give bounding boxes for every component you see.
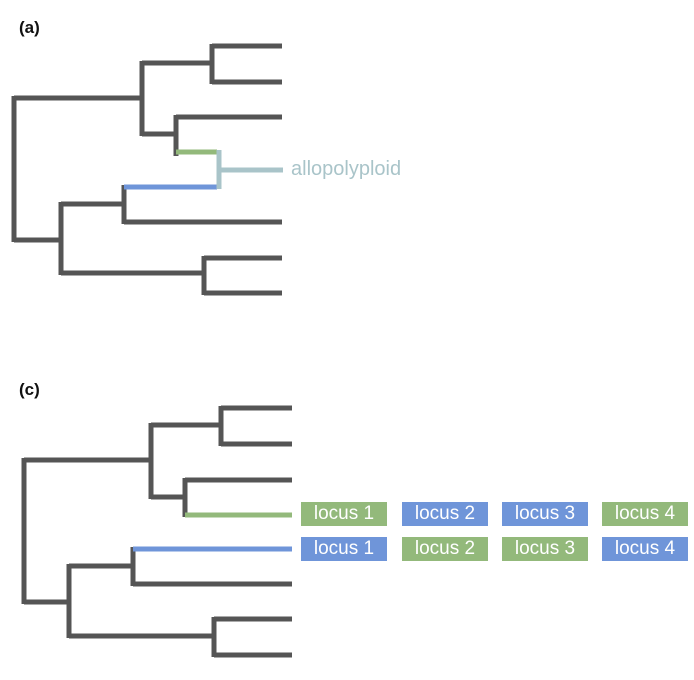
tree-a	[11, 43, 282, 296]
locus-box-row2-2: locus 2	[402, 537, 488, 561]
locus-box-row1-2: locus 2	[402, 502, 488, 526]
locus-box-row1-1: locus 1	[301, 502, 387, 526]
locus-box-row2-1: locus 1	[301, 537, 387, 561]
allopolyploid-label: allopolyploid	[291, 158, 401, 180]
locus-box-row2-3: locus 3	[502, 537, 588, 561]
tree-c	[21, 405, 292, 658]
locus-box-row1-3: locus 3	[502, 502, 588, 526]
panel-a-label: (a)	[19, 18, 40, 37]
locus-box-row2-4: locus 4	[602, 537, 688, 561]
locus-box-row1-4: locus 4	[602, 502, 688, 526]
panel-c-label: (c)	[19, 380, 40, 399]
